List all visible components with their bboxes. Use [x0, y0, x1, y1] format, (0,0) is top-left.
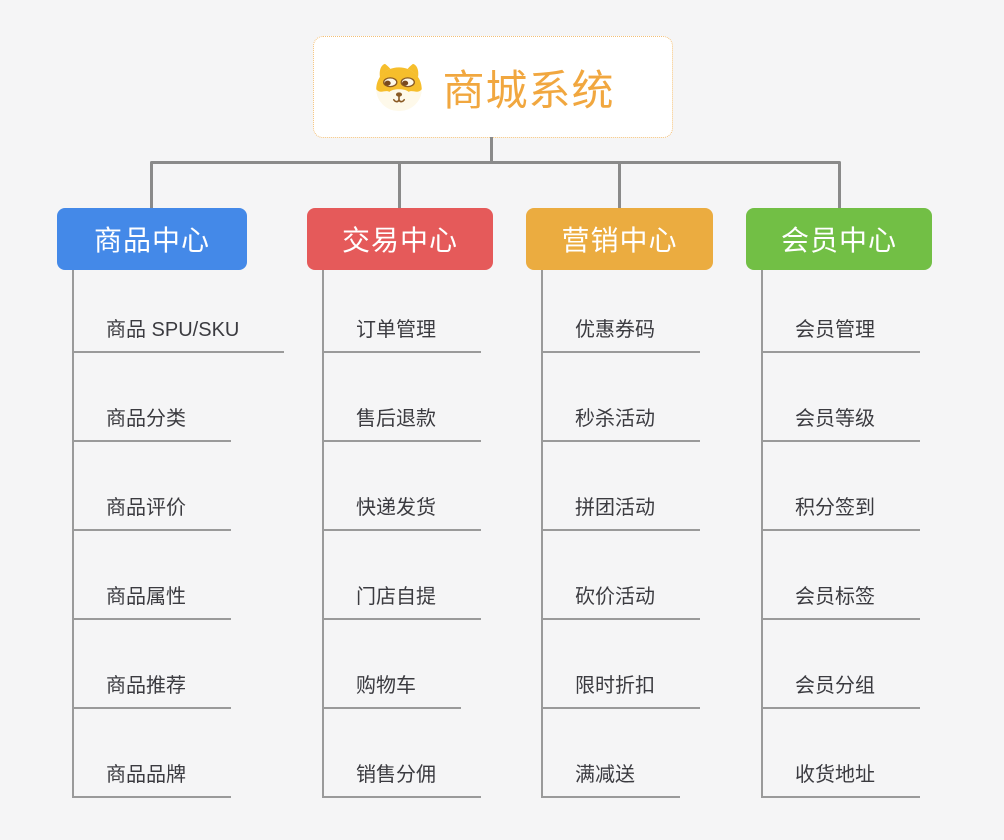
root-node[interactable]: 商城系统	[313, 36, 673, 138]
leaf-node[interactable]: 会员管理	[763, 270, 920, 353]
leaf-node[interactable]: 销售分佣	[324, 709, 481, 798]
leaf-node[interactable]: 商品属性	[74, 531, 231, 620]
branch-header-member[interactable]: 会员中心	[746, 208, 932, 270]
leaf-node[interactable]: 秒杀活动	[543, 353, 700, 442]
leaf-node[interactable]: 砍价活动	[543, 531, 700, 620]
branch-marketing: 营销中心 优惠券码秒杀活动拼团活动砍价活动限时折扣满减送	[526, 208, 713, 798]
leaf-node[interactable]: 商品分类	[74, 353, 231, 442]
branch-header-marketing[interactable]: 营销中心	[526, 208, 713, 270]
leaf-node[interactable]: 商品 SPU/SKU	[74, 270, 285, 353]
leaf-node[interactable]: 购物车	[324, 620, 461, 709]
branch-header-goods[interactable]: 商品中心	[57, 208, 247, 270]
leaf-node[interactable]: 积分签到	[763, 442, 920, 531]
branch-trade-children: 订单管理售后退款快递发货门店自提购物车销售分佣	[322, 270, 481, 798]
leaf-node[interactable]: 商品推荐	[74, 620, 231, 709]
leaf-node[interactable]: 优惠券码	[543, 270, 700, 353]
leaf-node[interactable]: 满减送	[543, 709, 680, 798]
connector-stub-goods	[150, 163, 153, 208]
leaf-node[interactable]: 门店自提	[324, 531, 481, 620]
leaf-node[interactable]: 拼团活动	[543, 442, 700, 531]
leaf-node[interactable]: 快递发货	[324, 442, 481, 531]
branch-trade: 交易中心 订单管理售后退款快递发货门店自提购物车销售分佣	[307, 208, 493, 798]
branch-marketing-children: 优惠券码秒杀活动拼团活动砍价活动限时折扣满减送	[541, 270, 700, 798]
connector-root-stub	[490, 137, 493, 163]
connector-stub-member	[838, 163, 841, 208]
leaf-node[interactable]: 会员分组	[763, 620, 920, 709]
leaf-node[interactable]: 限时折扣	[543, 620, 700, 709]
leaf-node[interactable]: 会员等级	[763, 353, 920, 442]
connector-stub-marketing	[618, 163, 621, 208]
root-title: 商城系统	[442, 66, 615, 114]
connector-stub-trade	[398, 163, 401, 208]
leaf-node[interactable]: 商品品牌	[74, 709, 231, 798]
leaf-node[interactable]: 售后退款	[324, 353, 481, 442]
leaf-node[interactable]: 会员标签	[763, 531, 920, 620]
connector-bus	[150, 161, 841, 164]
leaf-node[interactable]: 订单管理	[324, 270, 481, 353]
branch-header-trade[interactable]: 交易中心	[307, 208, 493, 270]
leaf-node[interactable]: 收货地址	[763, 709, 920, 798]
branch-member-children: 会员管理会员等级积分签到会员标签会员分组收货地址	[761, 270, 920, 798]
dog-face-icon	[371, 61, 427, 114]
branch-member: 会员中心 会员管理会员等级积分签到会员标签会员分组收货地址	[746, 208, 932, 798]
leaf-node[interactable]: 商品评价	[74, 442, 231, 531]
